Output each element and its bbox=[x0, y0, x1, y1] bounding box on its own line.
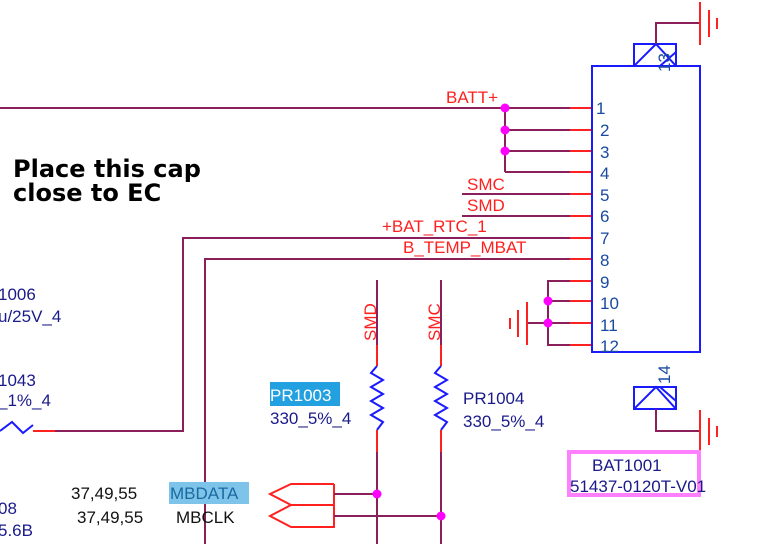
net-label-smd-vertical[interactable]: SMD bbox=[361, 303, 380, 341]
pin-number: 10 bbox=[600, 294, 619, 313]
wire-bat-rtc bbox=[55, 237, 570, 432]
offpage-label-mbdata[interactable]: MBDATA bbox=[170, 484, 239, 503]
resistor-ref-pr1003[interactable]: PR1003 bbox=[270, 386, 331, 405]
junction-dot bbox=[436, 511, 446, 521]
net-label-smd[interactable]: SMD bbox=[467, 196, 505, 215]
pin-number: 14 bbox=[655, 365, 674, 384]
offpage-connector-icon[interactable] bbox=[267, 483, 335, 528]
ground-icon bbox=[699, 410, 718, 452]
left-part-value: 5.6B bbox=[0, 521, 33, 540]
resistor-fragment bbox=[0, 420, 34, 435]
note-line-1: Place this cap bbox=[13, 155, 201, 183]
junction-dot bbox=[543, 318, 553, 328]
junction-dot bbox=[372, 489, 382, 499]
pin-number: 4 bbox=[600, 164, 609, 183]
left-part-ref: 1043 bbox=[0, 371, 36, 390]
selection-highlight bbox=[169, 482, 249, 504]
resistor-value-pr1004: 330_5%_4 bbox=[463, 412, 544, 431]
note-line-2: close to EC bbox=[13, 179, 161, 207]
left-part-value: u/25V_4 bbox=[0, 307, 61, 326]
resistor-ref-pr1004[interactable]: PR1004 bbox=[463, 389, 524, 408]
pin-number: 12 bbox=[600, 337, 619, 356]
pin-number: 2 bbox=[600, 121, 609, 140]
net-label-batt-plus[interactable]: BATT+ bbox=[446, 88, 498, 107]
ground-icon bbox=[699, 2, 718, 45]
pin-number: 7 bbox=[600, 229, 609, 248]
resistor-value-pr1003: 330_5%_4 bbox=[270, 409, 351, 428]
pin-number: 6 bbox=[600, 207, 609, 226]
pin-number: 9 bbox=[600, 273, 609, 292]
left-part-value: _1%_4 bbox=[0, 391, 51, 410]
pin-number: 8 bbox=[600, 251, 609, 270]
connector-ref: BAT1001 bbox=[592, 456, 662, 475]
junction-dot bbox=[500, 146, 510, 156]
resistor-pr1004[interactable] bbox=[433, 365, 449, 431]
component-selection-box[interactable] bbox=[567, 450, 701, 497]
wire-b-temp bbox=[204, 258, 570, 544]
offpage-pages: 37,49,55 bbox=[77, 508, 143, 527]
pin-number: 3 bbox=[600, 143, 609, 162]
pin-number: 5 bbox=[600, 186, 609, 205]
ground-icon bbox=[509, 302, 528, 345]
pin-number: 11 bbox=[600, 316, 618, 335]
net-label-smc[interactable]: SMC bbox=[467, 175, 505, 194]
left-part-ref: 1006 bbox=[0, 285, 36, 304]
connector-part-number: 51437-0120T-V01 bbox=[570, 477, 706, 496]
resistor-pr1003[interactable] bbox=[369, 365, 385, 431]
pin-number: 1 bbox=[596, 99, 605, 118]
net-label-smc-vertical[interactable]: SMC bbox=[425, 303, 444, 341]
pin-number: 13 bbox=[655, 53, 674, 72]
net-label-bat-rtc[interactable]: +BAT_RTC_1 bbox=[382, 217, 487, 236]
junction-dot bbox=[543, 296, 553, 306]
junction-dot bbox=[500, 125, 510, 135]
left-part-ref: 08 bbox=[0, 499, 17, 518]
selection-highlight bbox=[270, 382, 340, 406]
offpage-label-mbclk[interactable]: MBCLK bbox=[176, 508, 235, 527]
net-label-b-temp-mbat[interactable]: B_TEMP_MBAT bbox=[403, 238, 526, 257]
wire-shield-13 bbox=[655, 22, 700, 44]
wire-gnd-bus bbox=[547, 280, 570, 346]
wire-shield-14 bbox=[655, 409, 700, 432]
shield-pin-14 bbox=[633, 385, 677, 410]
junction-dot bbox=[500, 103, 510, 113]
offpage-pages: 37,49,55 bbox=[71, 484, 137, 503]
